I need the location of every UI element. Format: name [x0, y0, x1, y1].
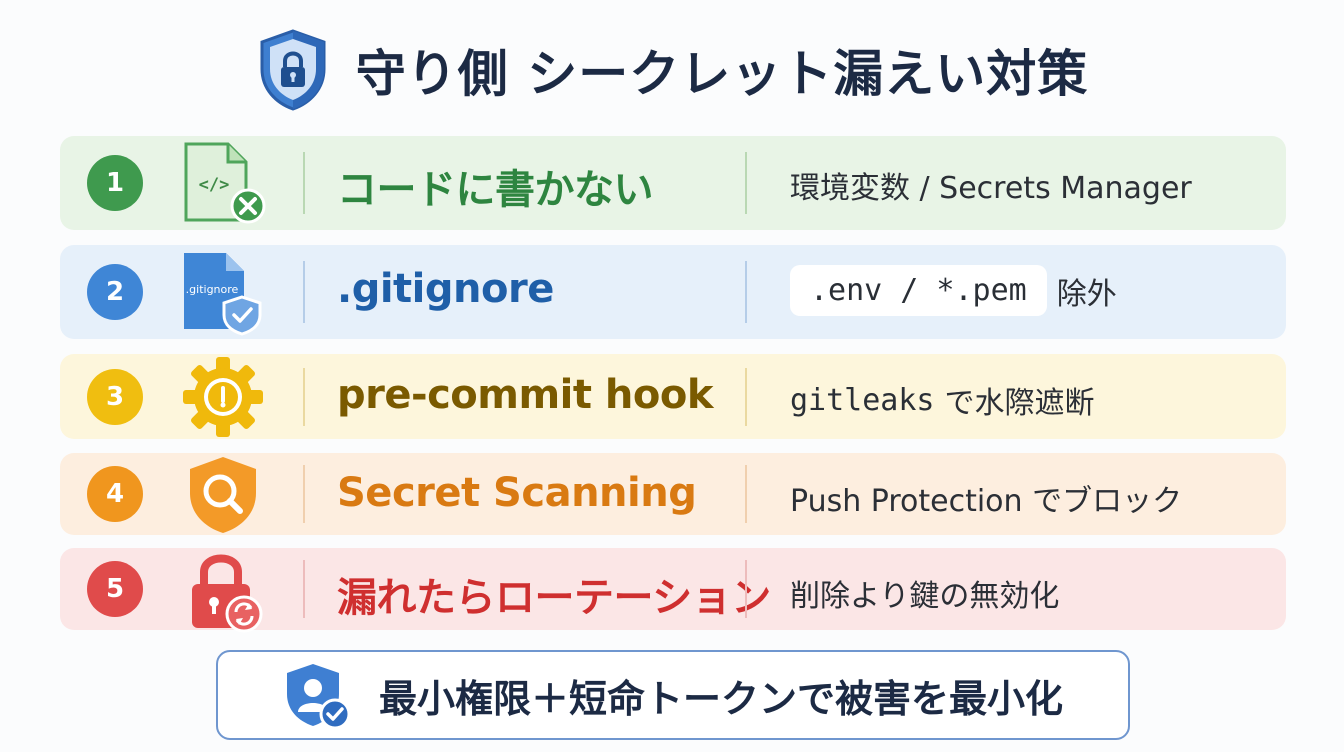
code-snippet: gitleaks	[790, 382, 935, 418]
step-description-text: 除外	[1056, 276, 1117, 312]
step-number-badge: 2	[87, 264, 143, 320]
divider	[303, 560, 305, 618]
summary-box: 最小権限＋短命トークンで被害を最小化	[216, 650, 1130, 740]
divider	[303, 152, 305, 214]
step-title: pre-commit hook	[337, 372, 713, 418]
lock-rotate-icon	[178, 544, 268, 634]
list-item: 4 Secret Scanning Push Protection でブロック	[60, 453, 1286, 535]
list-item: 2 .gitignore .gitignore .env / *.pem 除外	[60, 245, 1286, 339]
svg-text:</>: </>	[199, 175, 230, 195]
step-description: Push Protection でブロック	[790, 476, 1182, 520]
summary-text: 最小権限＋短命トークンで被害を最小化	[378, 676, 1063, 721]
step-number-badge: 5	[87, 561, 143, 617]
divider	[745, 261, 747, 323]
gitignore-file-shield-icon: .gitignore	[178, 247, 268, 337]
divider	[303, 465, 305, 523]
step-description-text: で水際遮断	[944, 386, 1095, 421]
header: 守り側 シークレット漏えい対策	[0, 22, 1344, 118]
gear-hook-icon	[178, 352, 268, 442]
list-item: 5 漏れたらローテーション 削除より鍵の無効化	[60, 548, 1286, 633]
divider	[745, 152, 747, 214]
step-title: Secret Scanning	[337, 470, 697, 516]
svg-text:.gitignore: .gitignore	[186, 283, 239, 296]
divider	[745, 560, 747, 618]
step-title: 漏れたらローテーション	[337, 575, 771, 621]
code-file-x-icon: </>	[178, 138, 268, 228]
divider	[745, 368, 747, 426]
step-description: 削除より鍵の無効化	[790, 571, 1059, 615]
step-description-text: 削除より鍵の無効化	[790, 579, 1060, 614]
step-number-badge: 4	[87, 466, 143, 522]
code-snippet: .env / *.pem	[790, 265, 1047, 316]
step-description-text: 環境変数 / Secrets Manager	[790, 171, 1192, 206]
shield-lock-icon	[260, 29, 326, 111]
list-item: 1 </> コードに書かない 環境変数 / Secrets Manager	[60, 136, 1286, 230]
step-description-text: Push Protection でブロック	[790, 484, 1183, 519]
step-description: .env / *.pem 除外	[790, 265, 1117, 316]
list-item: 3 pre-commit h	[60, 354, 1286, 439]
divider	[745, 465, 747, 523]
divider	[303, 368, 305, 426]
step-title: .gitignore	[337, 266, 554, 312]
step-description: 環境変数 / Secrets Manager	[790, 163, 1192, 207]
shield-search-icon	[178, 449, 268, 539]
step-number-badge: 3	[87, 369, 143, 425]
divider	[303, 261, 305, 323]
step-title: コードに書かない	[337, 167, 654, 213]
step-number-badge: 1	[87, 155, 143, 211]
step-description: gitleaks で水際遮断	[790, 378, 1095, 422]
user-shield-check-icon	[286, 664, 351, 730]
page-title: 守り側 シークレット漏えい対策	[355, 45, 1089, 103]
